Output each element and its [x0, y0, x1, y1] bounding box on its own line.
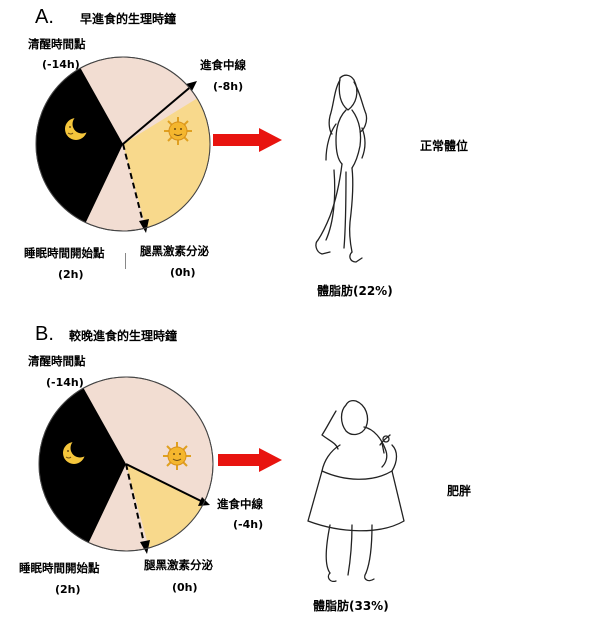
panel-b-melatonin-label: 腿黑激素分泌	[144, 558, 213, 572]
obese-figure	[307, 399, 405, 583]
panel-a-sleep-time: (2h)	[58, 268, 84, 281]
panel-b-meal-midline-line	[125, 463, 202, 502]
panel-a-meal-midline-arrow	[122, 83, 195, 145]
panel-a-clock-outline	[35, 56, 211, 232]
panel-a-status: 正常體位	[420, 139, 469, 153]
panel-a-body-fat: 體脂肪(22%)	[317, 284, 393, 298]
panel-b-title: 較晚進食的生理時鐘	[69, 329, 178, 343]
panel-b-letter: B.	[35, 323, 54, 345]
panel-b-meal-midline-label: 進食中線	[217, 497, 263, 511]
panel-b-clock-outline	[38, 376, 214, 552]
panel-a-melatonin-arrowhead	[139, 219, 149, 233]
panel-b-night-sector	[39, 388, 126, 543]
sun-icon	[164, 117, 192, 145]
panel-a-clock	[35, 56, 368, 263]
panel-a-meal-midline-time: (-8h)	[213, 80, 244, 93]
panel-b-eating-sector	[126, 464, 204, 548]
normal-weight-figure	[315, 74, 368, 263]
sun-icon	[163, 442, 191, 470]
panel-b-red-arrow	[218, 448, 282, 472]
panel-a-night-sector	[36, 68, 124, 223]
panel-b-wake-label: 清醒時間點	[28, 354, 86, 368]
panel-a-meal-midline-label: 進食中線	[200, 58, 246, 72]
panel-a-melatonin-label: 腿黑激素分泌	[140, 244, 209, 258]
panel-b-sleep-time: (2h)	[55, 583, 81, 596]
panel-a-wake-label: 清醒時間點	[28, 37, 86, 51]
panel-a-melatonin-line	[122, 143, 144, 223]
panel-a-letter: A.	[35, 6, 54, 28]
moon-icon	[65, 114, 92, 140]
panel-b-sleep-label: 睡眠時間開始點	[19, 561, 100, 575]
panel-b-wake-time: (-14h)	[46, 376, 84, 389]
panel-a-wake-time: (-14h)	[42, 58, 80, 71]
panel-b-melatonin-arrowhead	[140, 540, 150, 554]
panel-b-clock	[38, 376, 405, 583]
panel-b-status: 肥胖	[447, 484, 472, 498]
panel-a-meal-midline-arrowhead	[186, 81, 197, 91]
panel-a-melatonin-time: (0h)	[170, 266, 196, 279]
panel-a-title: 早進食的生理時鐘	[80, 12, 177, 26]
panel-b-melatonin-time: (0h)	[172, 581, 198, 594]
panel-b-body-fat: 體脂肪(33%)	[313, 599, 389, 613]
panel-a-red-arrow	[213, 128, 282, 152]
panel-b-melatonin-line	[125, 463, 145, 544]
panel-a-divider	[125, 253, 126, 269]
moon-icon	[63, 438, 90, 464]
panel-b-meal-midline-time: (-4h)	[233, 518, 264, 531]
panel-a-sleep-label: 睡眠時間開始點	[24, 246, 105, 260]
